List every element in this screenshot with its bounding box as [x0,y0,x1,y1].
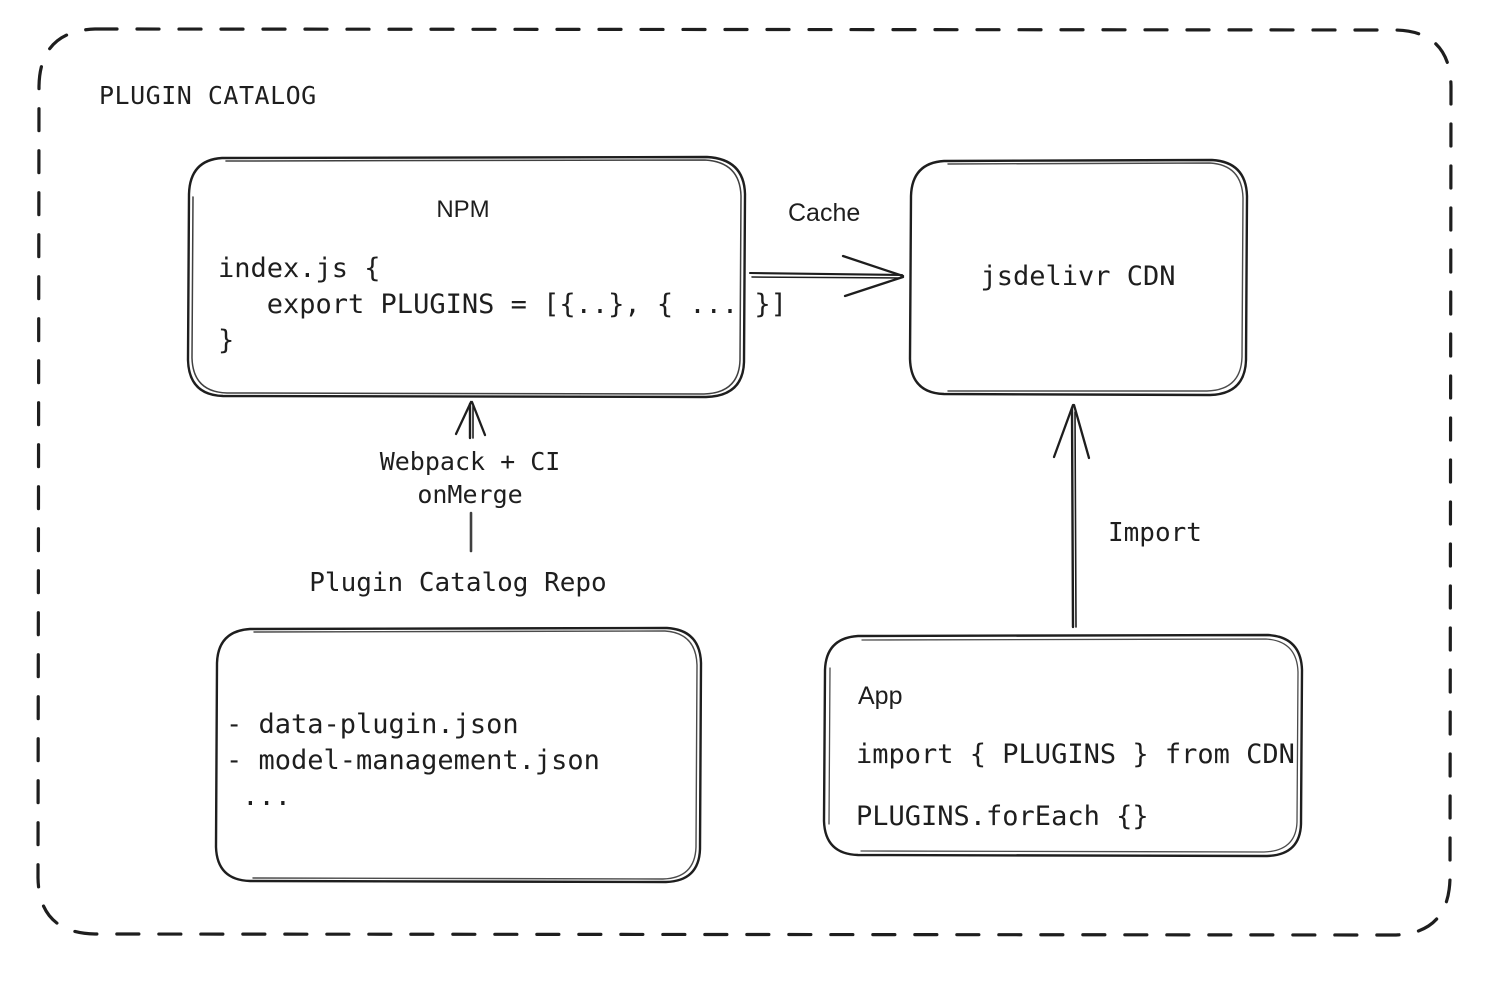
build-edge-label: Webpack + CI onMerge [379,447,561,509]
repo-node-file-list: - data-plugin.json - model-management.js… [226,709,600,812]
app-node-code-import: import { PLUGINS } from CDN [856,739,1295,770]
app-node-code-foreach: PLUGINS.forEach {} [856,801,1149,832]
npm-node-code: index.js { export PLUGINS = [{..}, { ...… [218,253,787,356]
plugin-catalog-title: PLUGIN CATALOG [99,81,317,110]
npm-node-title: NPM [436,196,490,223]
app-node-title: App [858,682,903,710]
cache-edge-label: Cache [788,199,861,227]
cdn-node-title: jsdelivr CDN [980,261,1176,292]
import-arrow [1052,403,1091,629]
import-edge-label: Import [1108,518,1202,548]
repo-node-title: Plugin Catalog Repo [309,568,607,598]
